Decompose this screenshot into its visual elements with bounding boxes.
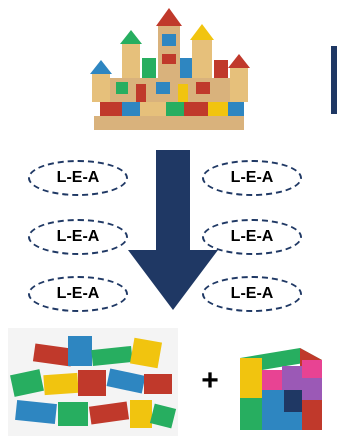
block-castle-image [80,4,260,136]
block-puzzle-image [230,344,330,438]
oval-left-1: L-E-A [28,160,128,196]
oval-left-2: L-E-A [28,219,128,255]
side-accent-bar [331,46,337,114]
oval-right-3: L-E-A [202,276,302,312]
oval-right-2: L-E-A [202,219,302,255]
block-pile-image [8,328,178,436]
down-arrow [128,150,218,312]
plus-sign: + [201,364,219,397]
oval-left-3: L-E-A [28,276,128,312]
oval-right-1: L-E-A [202,160,302,196]
